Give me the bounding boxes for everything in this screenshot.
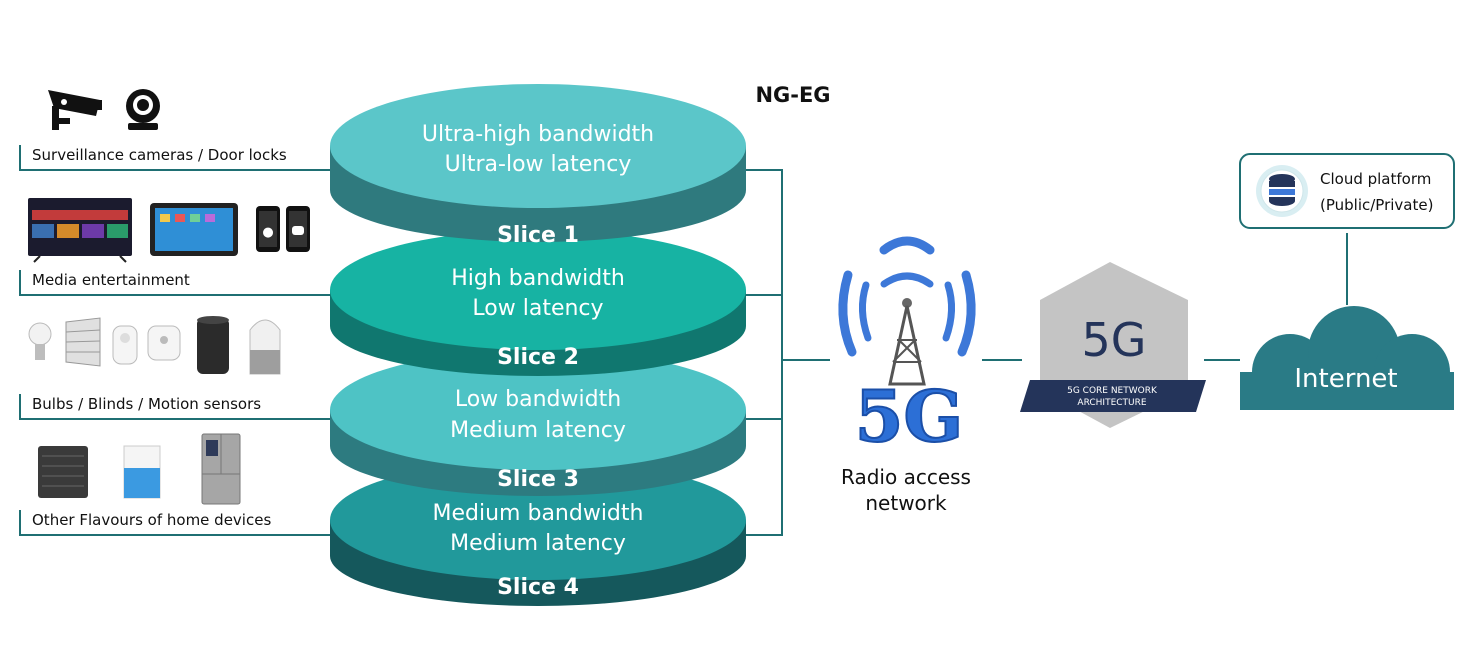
webcam-icon [126,89,160,130]
device-label-surveillance: Surveillance cameras / Door locks [32,146,287,164]
slice-1-label: Slice 1 [497,223,579,248]
core-label-line2: ARCHITECTURE [1077,398,1146,408]
connector-sensors [19,394,330,420]
slice-3-latency: Medium latency [450,418,626,443]
slice-bus-connectors [746,169,1348,536]
device-label-home: Other Flavours of home devices [32,511,271,529]
device-group-media: ● Media entertainment [19,198,330,296]
ran-5g-text: 5G [855,375,964,458]
connector-media [19,270,330,296]
slice-4-label: Slice 4 [497,575,579,600]
cloud-platform-line1: Cloud platform [1320,170,1431,188]
bulb-icon [28,322,52,360]
google-home-icon [249,319,281,375]
connector-home [19,510,330,536]
blinds-icon [65,317,101,367]
device-label-sensors: Bulbs / Blinds / Motion sensors [32,395,261,413]
cloud-icon [1240,306,1454,410]
internet-cloud: Internet [1240,306,1454,410]
device-label-media: Media entertainment [32,271,190,289]
device-group-surveillance: Surveillance cameras / Door locks [19,89,330,171]
ran-label-line1: Radio access [841,465,971,489]
slice-4-bandwidth: Medium bandwidth [433,501,644,526]
iphone-icon: ● [256,206,280,252]
slice-2: High bandwidth Low latency Slice 2 [330,230,746,376]
refrigerator-icon [201,433,241,505]
radio-access-network: 5G Radio access network [838,236,976,515]
5g-tower-icon: 5G [838,236,976,459]
device-group-home: Other Flavours of home devices [19,433,330,536]
ran-label-line2: network [865,491,947,515]
core-5g-text: 5G [1082,313,1147,367]
slice-2-bandwidth: High bandwidth [451,266,625,291]
motion-sensor-icon [112,325,138,365]
air-purifier-icon [123,445,161,499]
security-camera-icon [48,90,102,130]
connector-surveillance [19,145,330,171]
tablet-icon [150,203,238,256]
slice-4-latency: Medium latency [450,531,626,556]
slice-3: Low bandwidth Medium latency Slice 3 [330,350,746,496]
core-label-line1: 5G CORE NETWORK [1067,386,1158,396]
slice-2-latency: Low latency [472,296,603,321]
hub-icon [147,325,181,361]
cloud-platform-line2: (Public/Private) [1320,196,1433,214]
5g-core-network: 5G 5G CORE NETWORK ARCHITECTURE [1020,262,1206,428]
slice-4: Medium bandwidth Medium latency Slice 4 [330,460,746,606]
slice-1: Ultra-high bandwidth Ultra-low latency S… [330,84,746,248]
device-group-sensors: Bulbs / Blinds / Motion sensors [19,316,330,420]
smart-tv-icon [28,198,132,263]
cloud-platform-box: Cloud platform (Public/Private) [1239,153,1455,229]
internet-label: Internet [1294,364,1397,394]
android-phone-icon [286,206,310,252]
slice-3-bandwidth: Low bandwidth [455,387,621,412]
ac-unit-icon [38,446,88,498]
slice-1-latency: Ultra-low latency [445,152,632,177]
echo-speaker-icon [197,316,229,374]
svg-text:●: ● [262,225,273,240]
slice-1-bandwidth: Ultra-high bandwidth [422,122,654,147]
diagram-title: NG-EG [755,83,830,107]
database-icon [1256,165,1308,217]
slice-2-label: Slice 2 [497,345,579,370]
core-band [1020,380,1206,412]
slice-3-label: Slice 3 [497,467,579,492]
